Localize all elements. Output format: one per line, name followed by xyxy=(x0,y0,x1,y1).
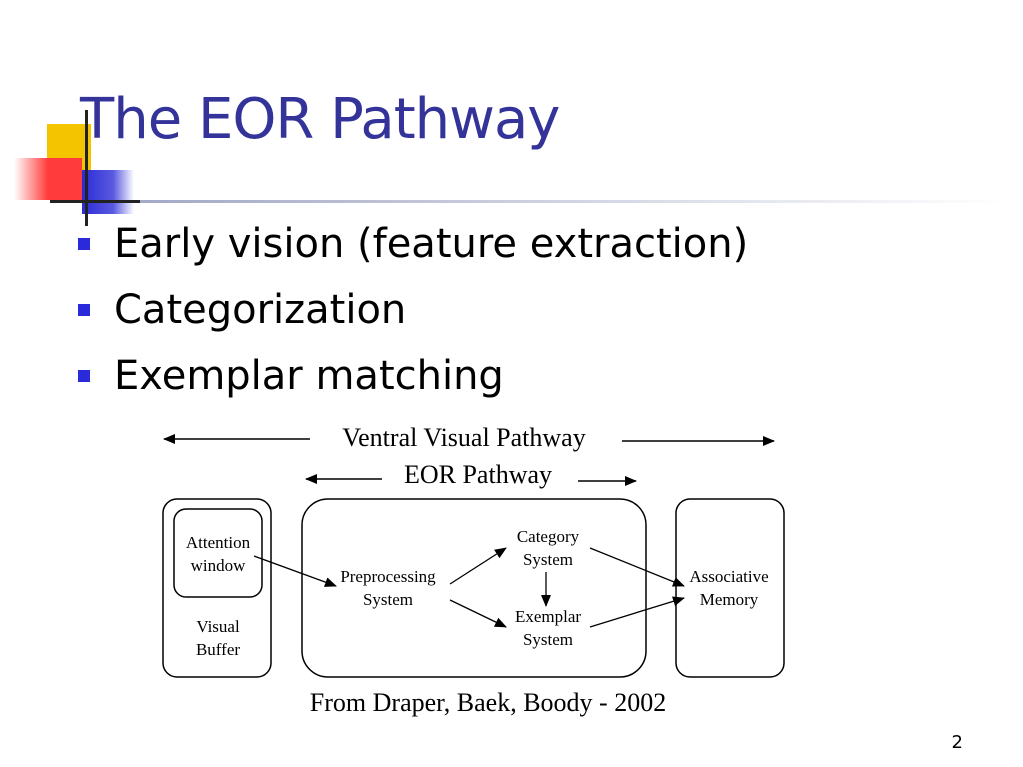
associative-label-line1: Associative xyxy=(689,567,768,586)
diagram-caption: From Draper, Baek, Boody - 2002 xyxy=(309,688,667,717)
associative-memory-box xyxy=(675,498,785,678)
bullet-text: Categorization xyxy=(114,287,407,333)
eor-system-box xyxy=(301,498,647,678)
attention-window-box xyxy=(173,508,263,598)
slide-title: The EOR Pathway xyxy=(80,87,560,152)
attention-window-label-line1: Attention xyxy=(186,533,251,552)
bullet-square-icon xyxy=(78,304,90,316)
attention-window-label-line2: window xyxy=(191,556,247,575)
visual-buffer-label-line2: Buffer xyxy=(196,640,240,659)
bullet-text: Exemplar matching xyxy=(114,353,504,399)
page-number: 2 xyxy=(951,732,963,753)
deco-red-square xyxy=(14,158,82,200)
ventral-pathway-label: Ventral Visual Pathway xyxy=(342,423,585,452)
deco-title-underline xyxy=(50,200,1010,203)
arrow-attention-to-preprocessing xyxy=(253,555,337,587)
exemplar-label-line1: Exemplar xyxy=(515,607,581,626)
bullet-item: Categorization xyxy=(78,284,748,350)
preprocessing-label-line2: System xyxy=(363,590,413,609)
category-label-line1: Category xyxy=(517,527,580,546)
category-label-line2: System xyxy=(523,550,573,569)
bullet-item: Exemplar matching xyxy=(78,350,748,416)
arrow-preprocessing-to-exemplar xyxy=(449,599,507,628)
exemplar-label-line2: System xyxy=(523,630,573,649)
arrow-category-to-associative xyxy=(589,547,685,587)
deco-vertical-line xyxy=(85,110,88,226)
deco-horizontal-line xyxy=(50,200,140,203)
bullet-text: Early vision (feature extraction) xyxy=(114,221,749,267)
bullet-square-icon xyxy=(78,370,90,382)
bullet-square-icon xyxy=(78,238,90,250)
preprocessing-label-line1: Preprocessing xyxy=(340,567,436,586)
bullet-list: Early vision (feature extraction) Catego… xyxy=(78,218,748,416)
deco-blue-square xyxy=(82,170,134,214)
associative-label-line2: Memory xyxy=(700,590,759,609)
eor-pathway-label: EOR Pathway xyxy=(404,460,552,489)
arrow-preprocessing-to-category xyxy=(449,547,507,585)
visual-buffer-box xyxy=(162,498,272,678)
visual-buffer-label-line1: Visual xyxy=(196,617,240,636)
bullet-item: Early vision (feature extraction) xyxy=(78,218,748,284)
arrow-exemplar-to-associative xyxy=(589,596,685,628)
